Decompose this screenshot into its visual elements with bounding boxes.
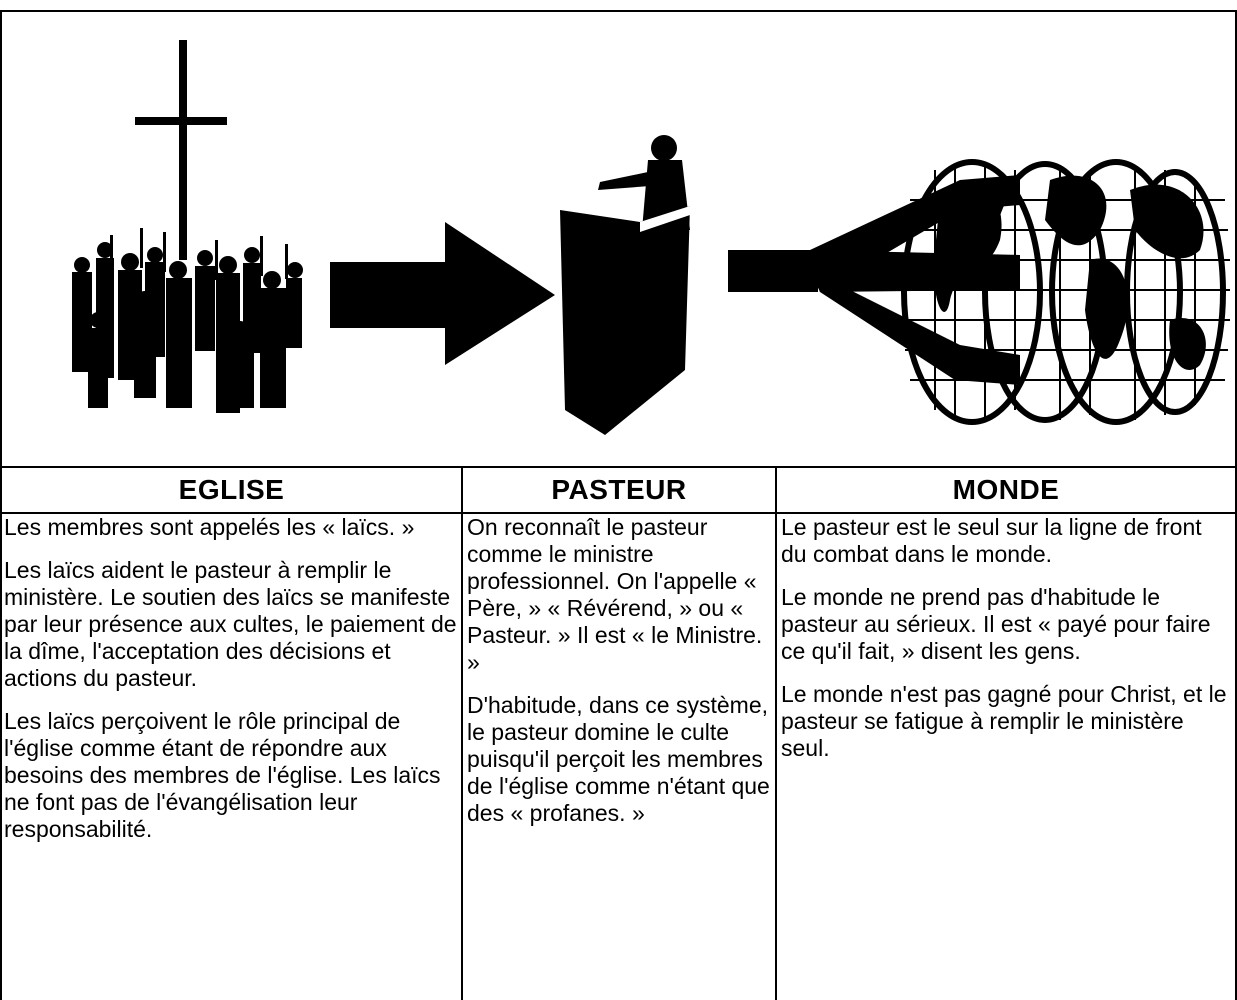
paragraph: Les membres sont appelés les « laïcs. » [4, 514, 415, 540]
paragraph: Le monde n'est pas gagné pour Christ, et… [781, 681, 1227, 761]
column-cell-eglise: Les membres sont appelés les « laïcs. » … [4, 514, 459, 859]
illustration-panel [72, 40, 1230, 435]
world-map-globe-icon [901, 159, 1230, 425]
arrow-right-icon [330, 222, 555, 365]
paragraph: Le monde ne prend pas d'habitude le past… [781, 584, 1211, 664]
border-illustration-bottom [0, 466, 1237, 468]
column-divider-2 [775, 468, 777, 1000]
preacher-at-pulpit-icon [560, 135, 690, 435]
paragraph: D'habitude, dans ce système, le pasteur … [467, 692, 770, 826]
border-right [1235, 10, 1237, 1000]
paragraph: Le pasteur est le seul sur la ligne de f… [781, 514, 1202, 567]
border-header-bottom [0, 512, 1237, 514]
column-header-pasteur: PASTEUR [551, 474, 687, 505]
paragraph: Les laïcs perçoivent le rôle principal d… [4, 708, 441, 842]
column-cell-monde: Le pasteur est le seul sur la ligne de f… [781, 514, 1233, 778]
column-divider-1 [461, 468, 463, 1000]
border-left [0, 10, 2, 1000]
paragraph: On reconnaît le pasteur comme le ministr… [467, 514, 763, 675]
column-cell-pasteur: On reconnaît le pasteur comme le ministr… [467, 514, 773, 843]
column-header-eglise: EGLISE [178, 474, 285, 505]
column-header-monde: MONDE [952, 474, 1060, 505]
crowd-with-cross-icon [72, 40, 303, 413]
paragraph: Les laïcs aident le pasteur à remplir le… [4, 557, 457, 691]
border-top [0, 10, 1237, 12]
